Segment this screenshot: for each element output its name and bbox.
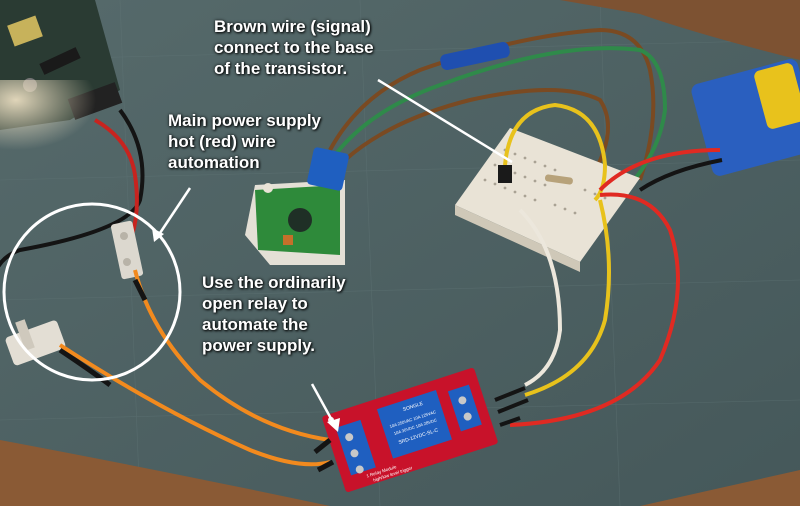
pir-sensor bbox=[245, 147, 349, 265]
transistor bbox=[498, 165, 512, 183]
arrow-relay bbox=[310, 383, 336, 425]
black-wire bbox=[0, 108, 145, 268]
blue-sleeve bbox=[440, 42, 510, 70]
arrow-power bbox=[156, 187, 192, 237]
wood-table-top-right bbox=[560, 0, 800, 60]
resistor bbox=[544, 174, 573, 185]
relay-left-black-leads bbox=[313, 438, 335, 473]
annotation-relay: Use the ordinarily open relay to automat… bbox=[202, 273, 346, 355]
white-wire bbox=[518, 208, 563, 387]
arrow-signal bbox=[377, 78, 513, 164]
green-wire bbox=[333, 46, 668, 187]
red-hot-wire-top bbox=[94, 118, 139, 236]
blue-sleeved-wire bbox=[328, 27, 656, 181]
annotation-power-supply: Main power supply hot (red) wire automat… bbox=[168, 111, 322, 172]
battery-red-wire bbox=[598, 148, 721, 192]
wood-table-bottom-right bbox=[640, 470, 800, 506]
black-wire-short bbox=[132, 278, 148, 302]
light-glare bbox=[0, 80, 160, 180]
brown-wire bbox=[343, 88, 610, 182]
arrow-power-head bbox=[152, 228, 164, 242]
wire-terminal-connector bbox=[110, 220, 144, 280]
power-plug-connector bbox=[5, 319, 66, 366]
yellow-wire-loop bbox=[503, 102, 608, 202]
yellow-wire bbox=[524, 199, 611, 397]
annotation-signal-wire: Brown wire (signal) connect to the base … bbox=[214, 17, 374, 78]
relay-pin-wires bbox=[494, 386, 529, 427]
wood-table-bottom-left bbox=[0, 440, 330, 506]
battery-pack bbox=[691, 59, 800, 176]
black-wire-lower bbox=[58, 347, 112, 388]
highlight-circle bbox=[2, 202, 182, 382]
arrow-relay-head bbox=[327, 418, 340, 432]
orange-wire-a bbox=[133, 269, 331, 442]
battery-black-wire bbox=[638, 158, 723, 192]
red-wire-long bbox=[509, 192, 680, 427]
relay-module: SONGLE 10A 250VAC 10A 125VAC 10A 30VDC 1… bbox=[322, 368, 498, 492]
